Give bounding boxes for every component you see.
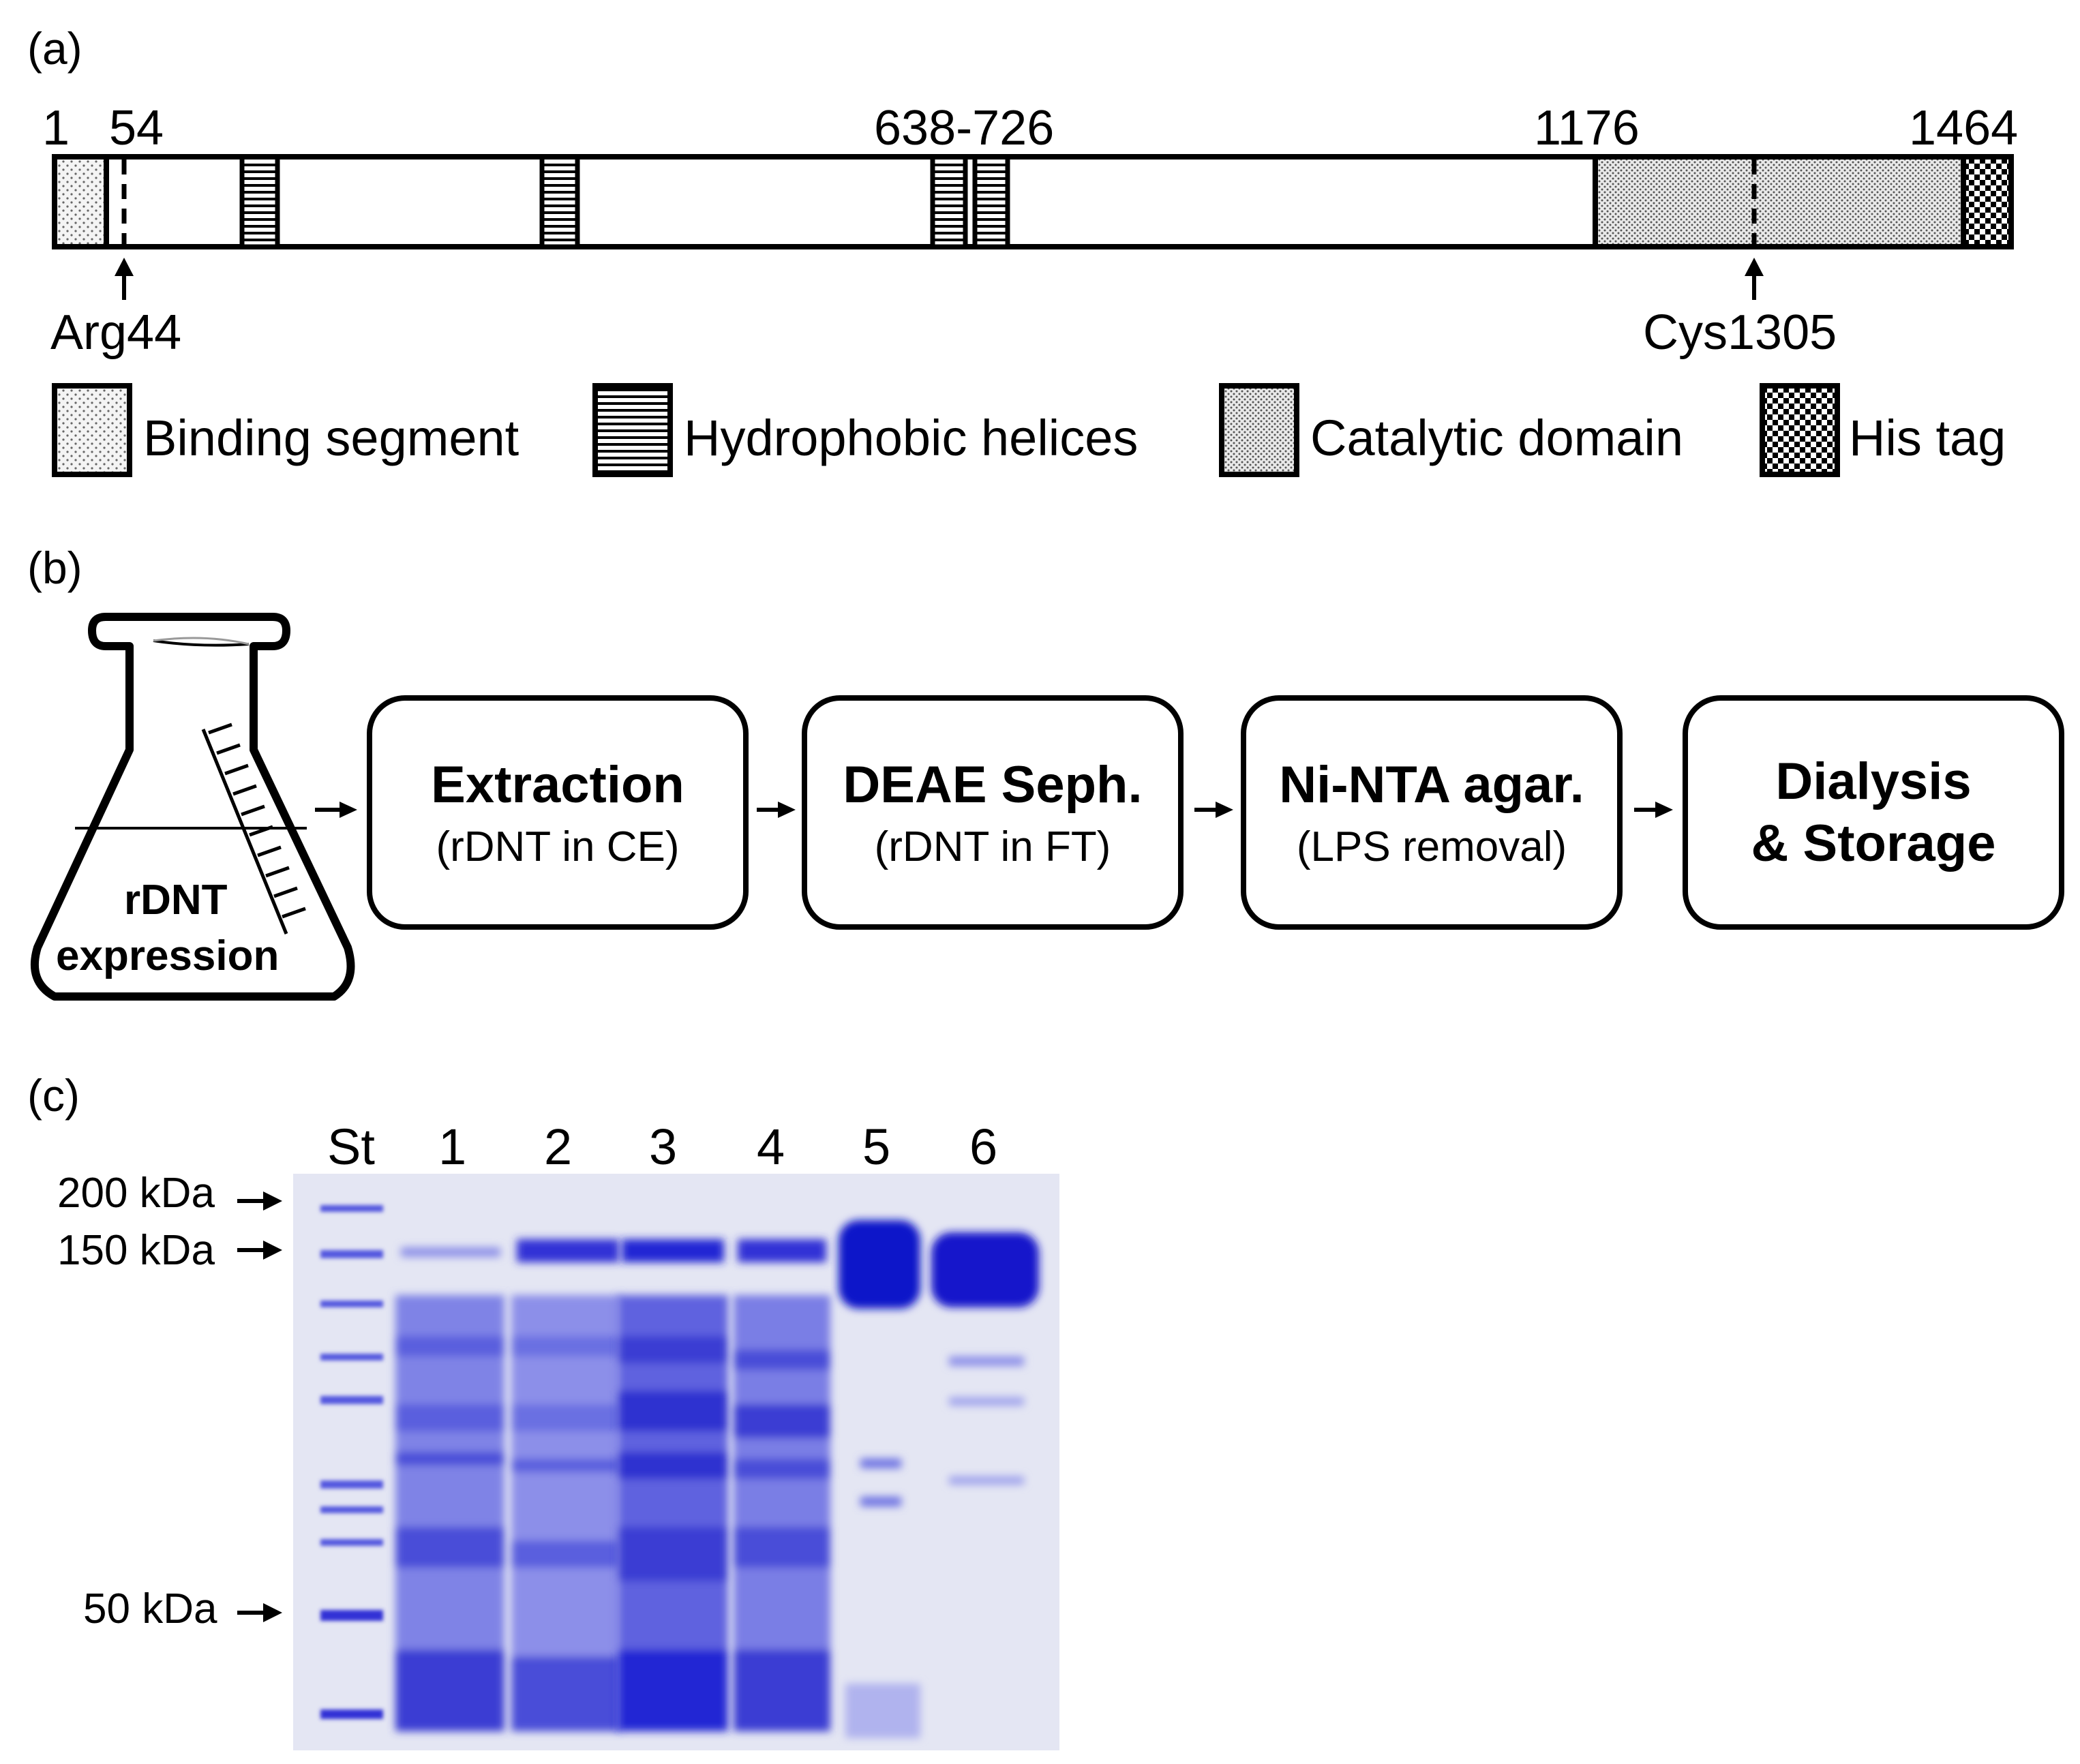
step-ni-nta-title: Ni-NTA agar. bbox=[1279, 755, 1584, 814]
panel-a-label: (a) bbox=[27, 23, 82, 74]
site-cys1305: Cys1305 bbox=[1643, 305, 1837, 360]
step-extraction-title: Extraction bbox=[431, 755, 684, 814]
lane-label-1: 1 bbox=[438, 1119, 467, 1175]
helix-1 bbox=[239, 154, 280, 249]
lane-label-6: 6 bbox=[969, 1119, 998, 1175]
step-dialysis-title2: & Storage bbox=[1751, 815, 1996, 872]
step-deae-title: DEAE Seph. bbox=[843, 755, 1143, 814]
position-1464: 1464 bbox=[1909, 101, 2019, 155]
step-deae: DEAE Seph. (rDNT in FT) bbox=[802, 695, 1184, 930]
catalytic-domain-region bbox=[1595, 159, 1963, 244]
lane-label-5: 5 bbox=[862, 1119, 891, 1175]
site-arg44: Arg44 bbox=[50, 305, 182, 360]
step-extraction: Extraction (rDNT in CE) bbox=[367, 695, 749, 930]
helix-4 bbox=[972, 154, 1010, 249]
flask-label-expression: expression bbox=[56, 932, 280, 979]
legend-histag-swatch bbox=[1760, 383, 1840, 477]
lane-label-st: St bbox=[327, 1119, 375, 1175]
binding-segment-region bbox=[57, 159, 106, 244]
legend-helices-label: Hydrophobic helices bbox=[684, 410, 1139, 466]
marker-150-label: 150 kDa bbox=[57, 1227, 215, 1274]
panel-b-label: (b) bbox=[27, 543, 82, 593]
lane-label-3: 3 bbox=[649, 1119, 678, 1175]
panel-c-label: (c) bbox=[27, 1070, 80, 1121]
legend-binding-swatch bbox=[52, 383, 132, 477]
flask-label-rdnt: rDNT bbox=[124, 877, 228, 924]
his-tag-region bbox=[1961, 154, 2014, 249]
step-ni-nta-sub: (LPS removal) bbox=[1296, 823, 1567, 871]
legend-catalytic-label: Catalytic domain bbox=[1310, 410, 1684, 466]
step-ni-nta: Ni-NTA agar. (LPS removal) bbox=[1241, 695, 1623, 930]
position-638-726: 638-726 bbox=[874, 101, 1055, 155]
lane-label-4: 4 bbox=[757, 1119, 785, 1175]
arg44-arrowhead bbox=[115, 258, 134, 276]
legend-binding-label: Binding segment bbox=[143, 410, 519, 466]
legend-helices-swatch bbox=[592, 383, 673, 477]
step-dialysis: Dialysis & Storage bbox=[1683, 695, 2064, 930]
step-extraction-sub: (rDNT in CE) bbox=[436, 823, 680, 871]
helix-2 bbox=[539, 154, 580, 249]
lane-label-2: 2 bbox=[544, 1119, 573, 1175]
position-54: 54 bbox=[109, 101, 164, 155]
legend-histag-label: His tag bbox=[1849, 410, 2006, 466]
position-1176: 1176 bbox=[1534, 101, 1640, 155]
cys1305-arrowhead bbox=[1745, 258, 1764, 276]
step-deae-sub: (rDNT in FT) bbox=[874, 823, 1111, 871]
step-dialysis-title: Dialysis bbox=[1775, 752, 1972, 810]
marker-200-label: 200 kDa bbox=[57, 1170, 215, 1217]
legend-catalytic-swatch bbox=[1219, 383, 1299, 477]
position-1: 1 bbox=[42, 101, 70, 155]
marker-50-label: 50 kDa bbox=[83, 1585, 217, 1632]
helix-3 bbox=[930, 154, 968, 249]
